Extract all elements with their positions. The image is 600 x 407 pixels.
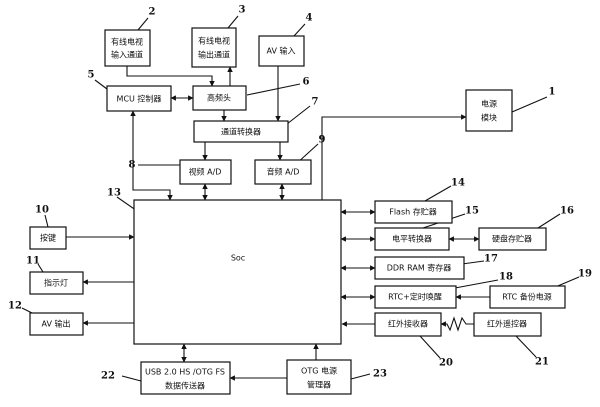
block-channel-converter: 通道转换器 bbox=[193, 120, 289, 143]
conn-irremote-irreceiver bbox=[440, 316, 474, 332]
keys-label: 按键 bbox=[40, 233, 56, 243]
block-ir-remote: 红外遥控器 bbox=[473, 312, 542, 337]
ref-number-18: 18 bbox=[499, 272, 513, 283]
block-cable-in: 有线电视 输入通道 bbox=[104, 29, 151, 67]
block-av-out: AV 输出 bbox=[29, 312, 84, 336]
rtc-wake-label: RTC+定时唤醒 bbox=[388, 292, 442, 302]
block-rtc-backup: RTC 备份电源 bbox=[489, 285, 566, 309]
block-av-in: AV 输入 bbox=[258, 35, 305, 67]
usb-line2: 数据传送器 bbox=[165, 381, 205, 391]
ref-number-5: 5 bbox=[88, 70, 95, 81]
block-level-shifter: 电平转换器 bbox=[374, 227, 450, 251]
block-otg-power: OTG 电源 管理器 bbox=[286, 359, 352, 395]
ref-number-7: 7 bbox=[312, 97, 319, 108]
cable-out-line2: 输出通道 bbox=[198, 50, 230, 60]
cable-out-line1: 有线电视 bbox=[198, 36, 230, 46]
ref-number-22: 22 bbox=[101, 371, 115, 382]
ddr-label: DDR RAM 寄存器 bbox=[387, 263, 452, 273]
block-tuner: 高频头 bbox=[192, 85, 247, 111]
block-hdd: 硬盘存贮器 bbox=[478, 227, 547, 251]
ref-number-10: 10 bbox=[35, 205, 49, 216]
cable-in-line2: 输入通道 bbox=[111, 50, 143, 60]
ref-number-13: 13 bbox=[107, 188, 121, 199]
otg-power-line2: 管理器 bbox=[307, 380, 331, 390]
av-out-label: AV 输出 bbox=[42, 319, 71, 329]
conn-soc-mcu bbox=[130, 110, 173, 201]
ref-number-4: 4 bbox=[306, 13, 313, 24]
ir-remote-label: 红外遥控器 bbox=[487, 319, 527, 329]
indicator-label: 指示灯 bbox=[44, 278, 68, 288]
connections bbox=[66, 66, 490, 381]
audio-ad-label: 音频 A/D bbox=[267, 167, 300, 177]
av-in-label: AV 输入 bbox=[267, 46, 296, 56]
flash-label: Flash 存贮器 bbox=[389, 207, 437, 217]
ref-number-21: 21 bbox=[535, 357, 549, 368]
block-power: 电源 模块 bbox=[465, 89, 513, 132]
block-soc: Soc bbox=[133, 199, 342, 345]
ref-number-2: 2 bbox=[149, 7, 156, 18]
block-keys: 按键 bbox=[29, 226, 67, 250]
ref-number-1: 1 bbox=[549, 87, 556, 98]
block-indicator: 指示灯 bbox=[29, 271, 84, 295]
reference-numbers: 2 3 4 5 6 7 8 9 1 10 11 12 13 14 15 16 1… bbox=[8, 5, 592, 382]
block-video-ad: 视频 A/D bbox=[179, 159, 232, 185]
ref-number-16: 16 bbox=[560, 206, 574, 217]
ir-receiver-label: 红外接收器 bbox=[388, 319, 428, 329]
ref-number-17: 17 bbox=[484, 254, 498, 265]
ref-number-23: 23 bbox=[373, 369, 387, 380]
video-ad-label: 视频 A/D bbox=[189, 167, 222, 177]
block-rtc-wake: RTC+定时唤醒 bbox=[374, 285, 457, 309]
ref-number-11: 11 bbox=[26, 256, 40, 267]
block-flash: Flash 存贮器 bbox=[374, 200, 453, 224]
block-cable-out: 有线电视 输出通道 bbox=[191, 27, 237, 68]
tuner-label: 高频头 bbox=[207, 93, 231, 103]
block-usb: USB 2.0 HS /OTG FS 数据传送器 bbox=[140, 361, 231, 395]
ref-number-14: 14 bbox=[451, 178, 465, 189]
conn-soc-power bbox=[321, 114, 467, 200]
ref-number-12: 12 bbox=[8, 301, 22, 312]
ref-number-9: 9 bbox=[319, 135, 326, 146]
conn-cablein-tuner bbox=[126, 66, 215, 87]
rtc-backup-label: RTC 备份电源 bbox=[502, 292, 552, 302]
ref-number-8: 8 bbox=[129, 160, 136, 171]
hdd-label: 硬盘存贮器 bbox=[492, 234, 532, 244]
ref-number-15: 15 bbox=[465, 206, 479, 217]
block-ir-receiver: 红外接收器 bbox=[374, 312, 442, 337]
power-line2: 模块 bbox=[481, 113, 497, 123]
power-line1: 电源 bbox=[481, 99, 497, 109]
mcu-label: MCU 控制器 bbox=[117, 94, 162, 104]
block-mcu: MCU 控制器 bbox=[106, 85, 172, 112]
ref-number-19: 19 bbox=[578, 269, 592, 280]
ref-number-3: 3 bbox=[239, 5, 246, 16]
otg-power-line1: OTG 电源 bbox=[301, 366, 337, 376]
block-ddr: DDR RAM 寄存器 bbox=[374, 256, 465, 280]
ref-number-20: 20 bbox=[439, 358, 453, 369]
block-audio-ad: 音频 A/D bbox=[254, 159, 312, 185]
usb-line1: USB 2.0 HS /OTG FS bbox=[145, 368, 225, 377]
channel-converter-label: 通道转换器 bbox=[221, 127, 261, 137]
cable-in-line1: 有线电视 bbox=[111, 37, 143, 47]
ref-number-6: 6 bbox=[303, 77, 310, 88]
level-shifter-label: 电平转换器 bbox=[392, 234, 432, 244]
soc-label: Soc bbox=[231, 254, 245, 263]
